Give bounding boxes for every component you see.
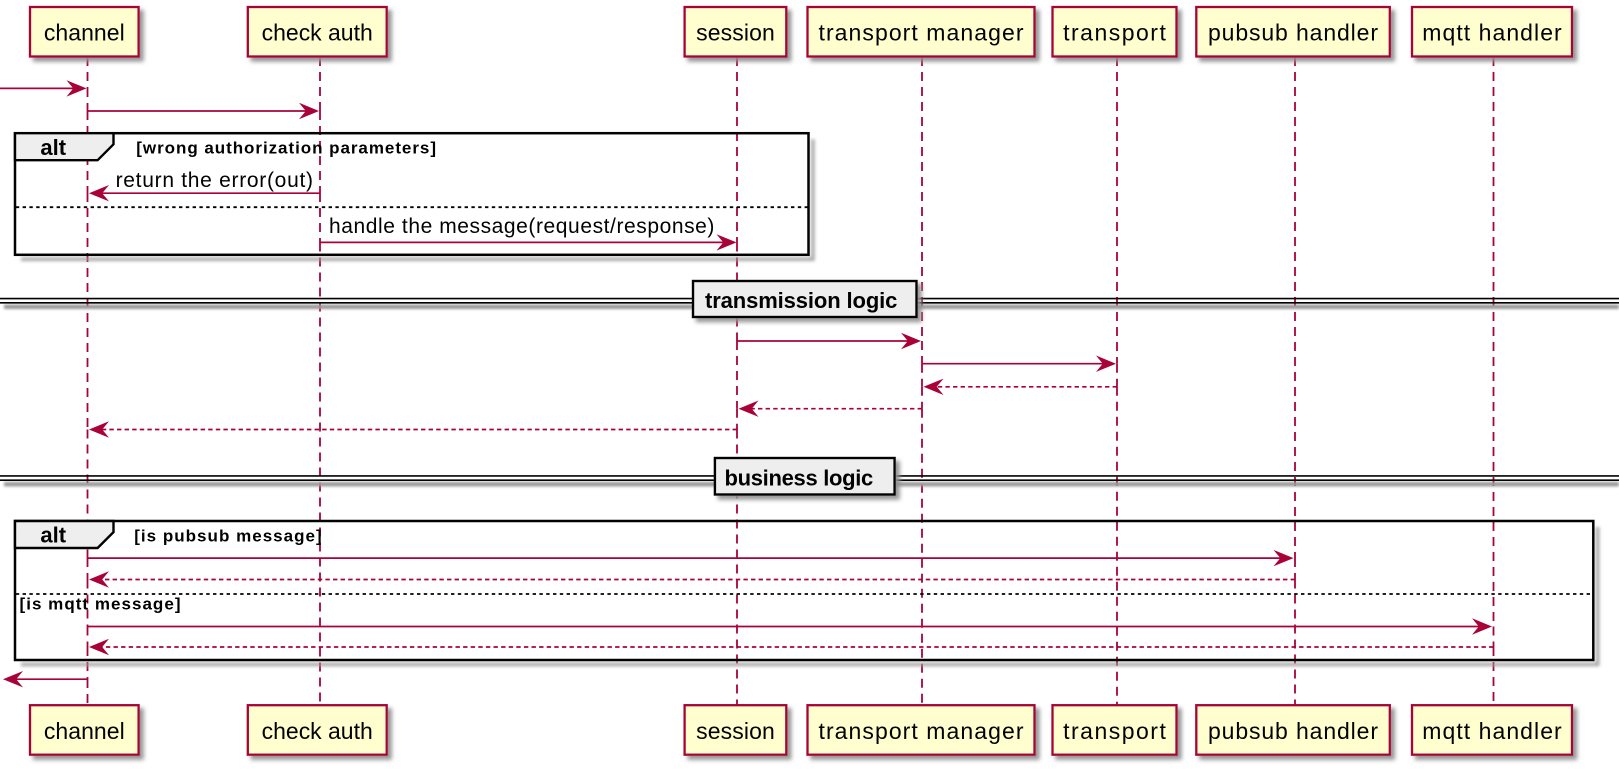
svg-text:pubsub handler: pubsub handler — [1208, 718, 1378, 744]
svg-text:check auth: check auth — [262, 20, 373, 46]
svg-text:transmission logic: transmission logic — [705, 288, 897, 313]
svg-text:alt: alt — [40, 135, 66, 160]
svg-text:session: session — [696, 20, 775, 46]
svg-text:transport manager: transport manager — [819, 718, 1024, 744]
svg-text:transport: transport — [1063, 20, 1166, 46]
svg-text:pubsub handler: pubsub handler — [1208, 20, 1378, 46]
svg-text:channel: channel — [44, 718, 125, 744]
svg-text:transport manager: transport manager — [819, 20, 1024, 46]
svg-text:session: session — [696, 718, 775, 744]
svg-text:alt: alt — [40, 523, 66, 548]
svg-text:[wrong authorization parameter: [wrong authorization parameters] — [136, 138, 436, 157]
svg-text:business logic: business logic — [725, 465, 874, 490]
svg-text:[is mqtt message]: [is mqtt message] — [20, 594, 181, 613]
svg-text:return the error(out): return the error(out) — [116, 169, 313, 192]
svg-text:handle the message(request/res: handle the message(request/response) — [329, 215, 714, 238]
svg-text:channel: channel — [44, 20, 125, 46]
svg-text:check auth: check auth — [262, 718, 373, 744]
svg-text:mqtt handler: mqtt handler — [1422, 20, 1562, 46]
svg-text:mqtt handler: mqtt handler — [1422, 718, 1562, 744]
svg-text:transport: transport — [1063, 718, 1166, 744]
svg-text:[is pubsub message]: [is pubsub message] — [134, 526, 322, 545]
